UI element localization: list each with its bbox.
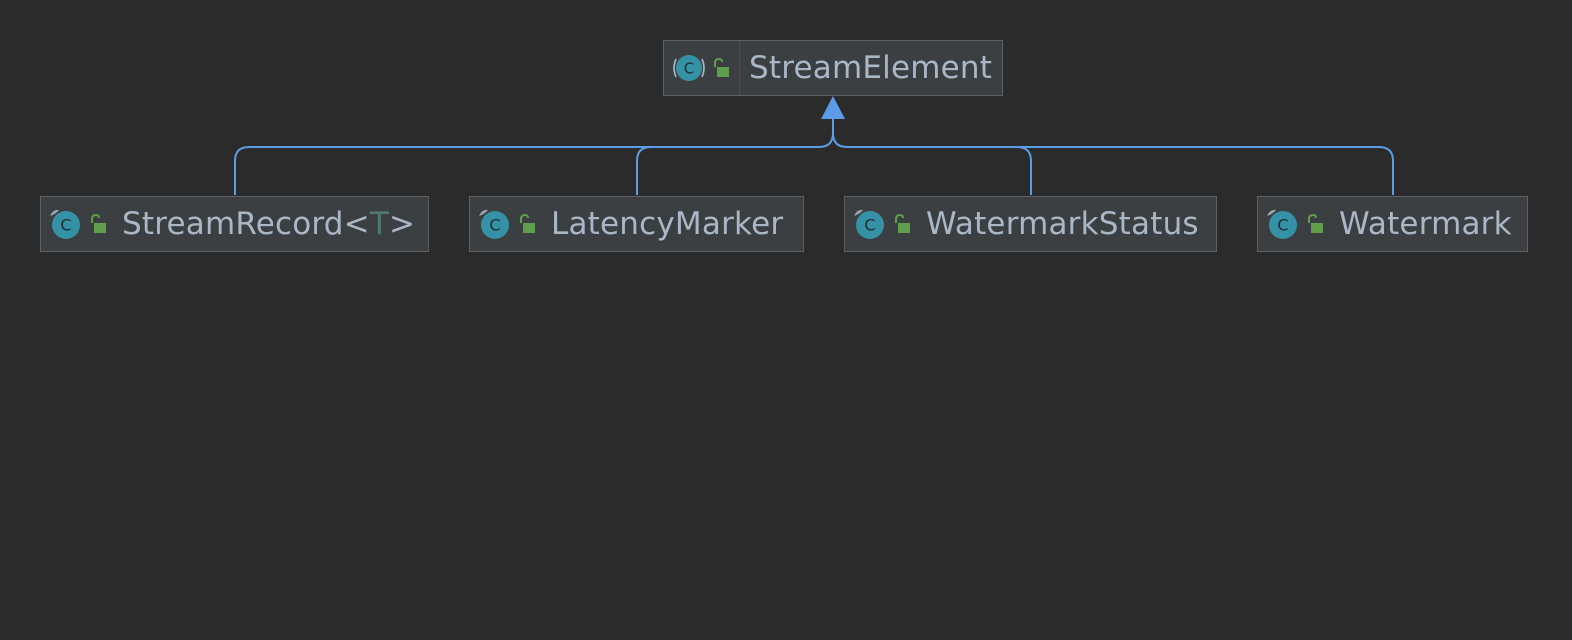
node-label: StreamElement [749, 50, 993, 86]
node-streamelement[interactable]: C StreamElement [663, 40, 1003, 96]
class-icon: C [854, 209, 884, 239]
abstract-class-icon: C [673, 55, 705, 81]
svg-text:C: C [489, 216, 500, 235]
public-lock-icon [895, 213, 910, 233]
public-lock-icon [1308, 213, 1323, 233]
class-icon: C [1267, 209, 1297, 239]
node-label: LatencyMarker [551, 206, 784, 242]
public-lock-icon [520, 213, 535, 233]
edge-streamrecord-to-streamelement [234, 118, 834, 195]
type-parameter: T [369, 206, 389, 242]
class-name-suffix: > [389, 206, 416, 242]
node-watermark[interactable]: C Watermark [1257, 196, 1528, 252]
class-icon: C [479, 209, 509, 239]
edge-watermark-to-streamelement [847, 146, 1394, 195]
node-icons: C [845, 197, 912, 251]
public-lock-icon [91, 213, 106, 233]
node-label: WatermarkStatus [926, 206, 1199, 242]
node-watermarkstatus[interactable]: C WatermarkStatus [844, 196, 1217, 252]
svg-text:C: C [60, 216, 71, 235]
node-icons: C [1258, 197, 1325, 251]
node-icons: C [470, 197, 537, 251]
edge-watermarkstatus-to-streamelement [832, 132, 1032, 195]
class-name: StreamRecord< [122, 206, 370, 242]
svg-text:C: C [1277, 216, 1288, 235]
node-streamrecord[interactable]: C StreamRecord<T> [40, 196, 429, 252]
svg-text:C: C [684, 60, 694, 78]
inheritance-arrowhead-icon [821, 96, 845, 119]
node-icons: C [41, 197, 108, 251]
class-icon: C [50, 209, 80, 239]
public-lock-icon [714, 57, 729, 77]
node-latencymarker[interactable]: C LatencyMarker [469, 196, 804, 252]
node-icons: C [664, 41, 740, 95]
node-label: Watermark [1339, 206, 1512, 242]
svg-text:C: C [864, 216, 875, 235]
edge-latencymarker-to-streamelement [636, 146, 819, 195]
node-label: StreamRecord<T> [108, 206, 429, 242]
